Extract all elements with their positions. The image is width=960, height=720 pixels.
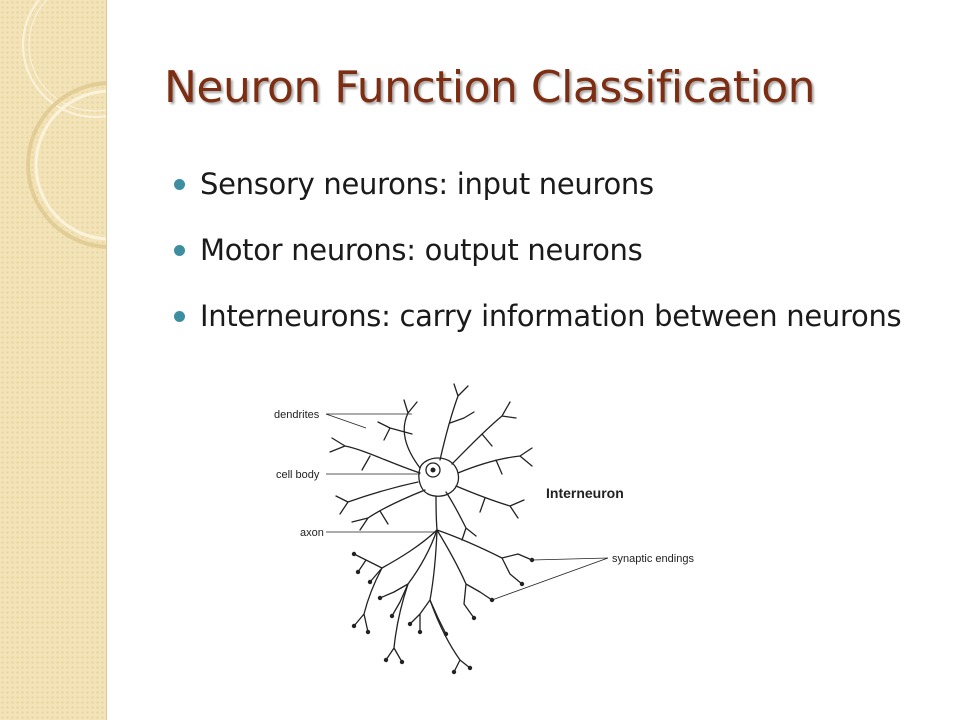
- slide-title: Neuron Function Classification: [164, 62, 816, 113]
- bullet-item: Interneurons: carry information between …: [174, 298, 904, 334]
- label-cell-body: cell body: [276, 469, 320, 481]
- synaptic-terminal-dots: [351, 551, 535, 675]
- label-axon: axon: [300, 527, 324, 539]
- interneuron-diagram: dendrites cell body axon synaptic ending…: [274, 383, 694, 675]
- bullet-item: Motor neurons: output neurons: [174, 232, 904, 268]
- bullet-list: Sensory neurons: input neurons Motor neu…: [174, 166, 904, 334]
- bullet-icon: [174, 245, 185, 256]
- bullet-icon: [174, 311, 185, 322]
- bullet-text: Interneurons: carry information between …: [200, 299, 902, 333]
- bullet-text: Sensory neurons: input neurons: [200, 167, 654, 201]
- label-dendrites: dendrites: [274, 409, 320, 421]
- bullet-icon: [174, 179, 185, 190]
- sidebar-circles-decoration: [22, 0, 106, 249]
- bullet-text: Motor neurons: output neurons: [200, 233, 643, 267]
- decorative-sidebar: [0, 0, 107, 720]
- label-synaptic-endings: synaptic endings: [612, 553, 694, 565]
- bullet-item: Sensory neurons: input neurons: [174, 166, 904, 202]
- diagram-heading: Interneuron: [546, 485, 624, 501]
